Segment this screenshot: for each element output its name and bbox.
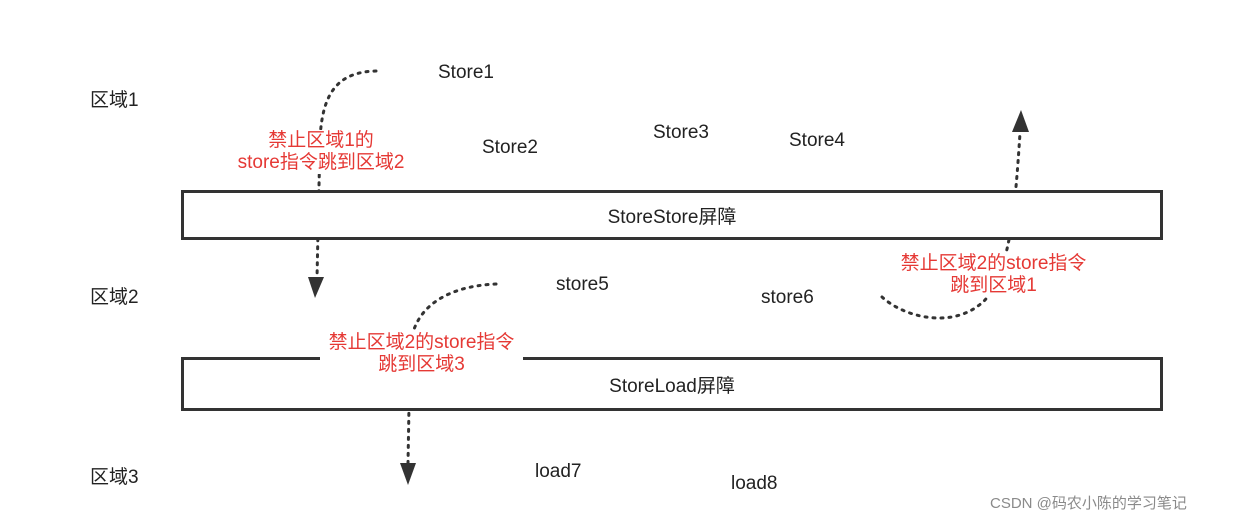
note-b-line1: 禁止区域2的store指令 [900, 253, 1087, 274]
op-load8: load8 [731, 473, 778, 494]
storeload-barrier-label: StoreLoad屏障 [609, 375, 735, 397]
arrowhead-down-c [400, 463, 416, 485]
note-region2-to-region3: 禁止区域2的store指令 跳到区域3 [320, 332, 523, 376]
note-region2-to-region1: 禁止区域2的store指令 跳到区域1 [886, 253, 1101, 297]
region-2-label: 区域2 [90, 287, 139, 308]
note-a-line2: store指令跳到区域2 [237, 152, 405, 173]
arrow-region1-to-region2 [315, 69, 378, 280]
note-c-line1: 禁止区域2的store指令 [328, 332, 515, 353]
storestore-barrier-label: StoreStore屏障 [607, 206, 737, 228]
region-3-label: 区域3 [90, 467, 139, 488]
note-a-line1: 禁止区域1的 [268, 130, 374, 151]
note-c-line2: 跳到区域3 [378, 354, 465, 375]
op-store2: Store2 [482, 137, 538, 158]
op-store1: Store1 [438, 62, 494, 83]
note-region1-to-region2: 禁止区域1的 store指令跳到区域2 [226, 130, 416, 174]
watermark: CSDN @码农小陈的学习笔记 [990, 495, 1187, 512]
arrowhead-up-b [1012, 110, 1029, 132]
storestore-barrier: StoreStore屏障 [181, 190, 1163, 240]
note-b-line2: 跳到区域1 [950, 275, 1037, 296]
region-1-label: 区域1 [90, 90, 139, 111]
arrowhead-down-a [308, 277, 324, 298]
op-store4: Store4 [789, 130, 845, 151]
op-store3: Store3 [653, 122, 709, 143]
op-store5: store5 [556, 274, 609, 295]
op-store6: store6 [761, 287, 814, 308]
op-load7: load7 [535, 461, 582, 482]
